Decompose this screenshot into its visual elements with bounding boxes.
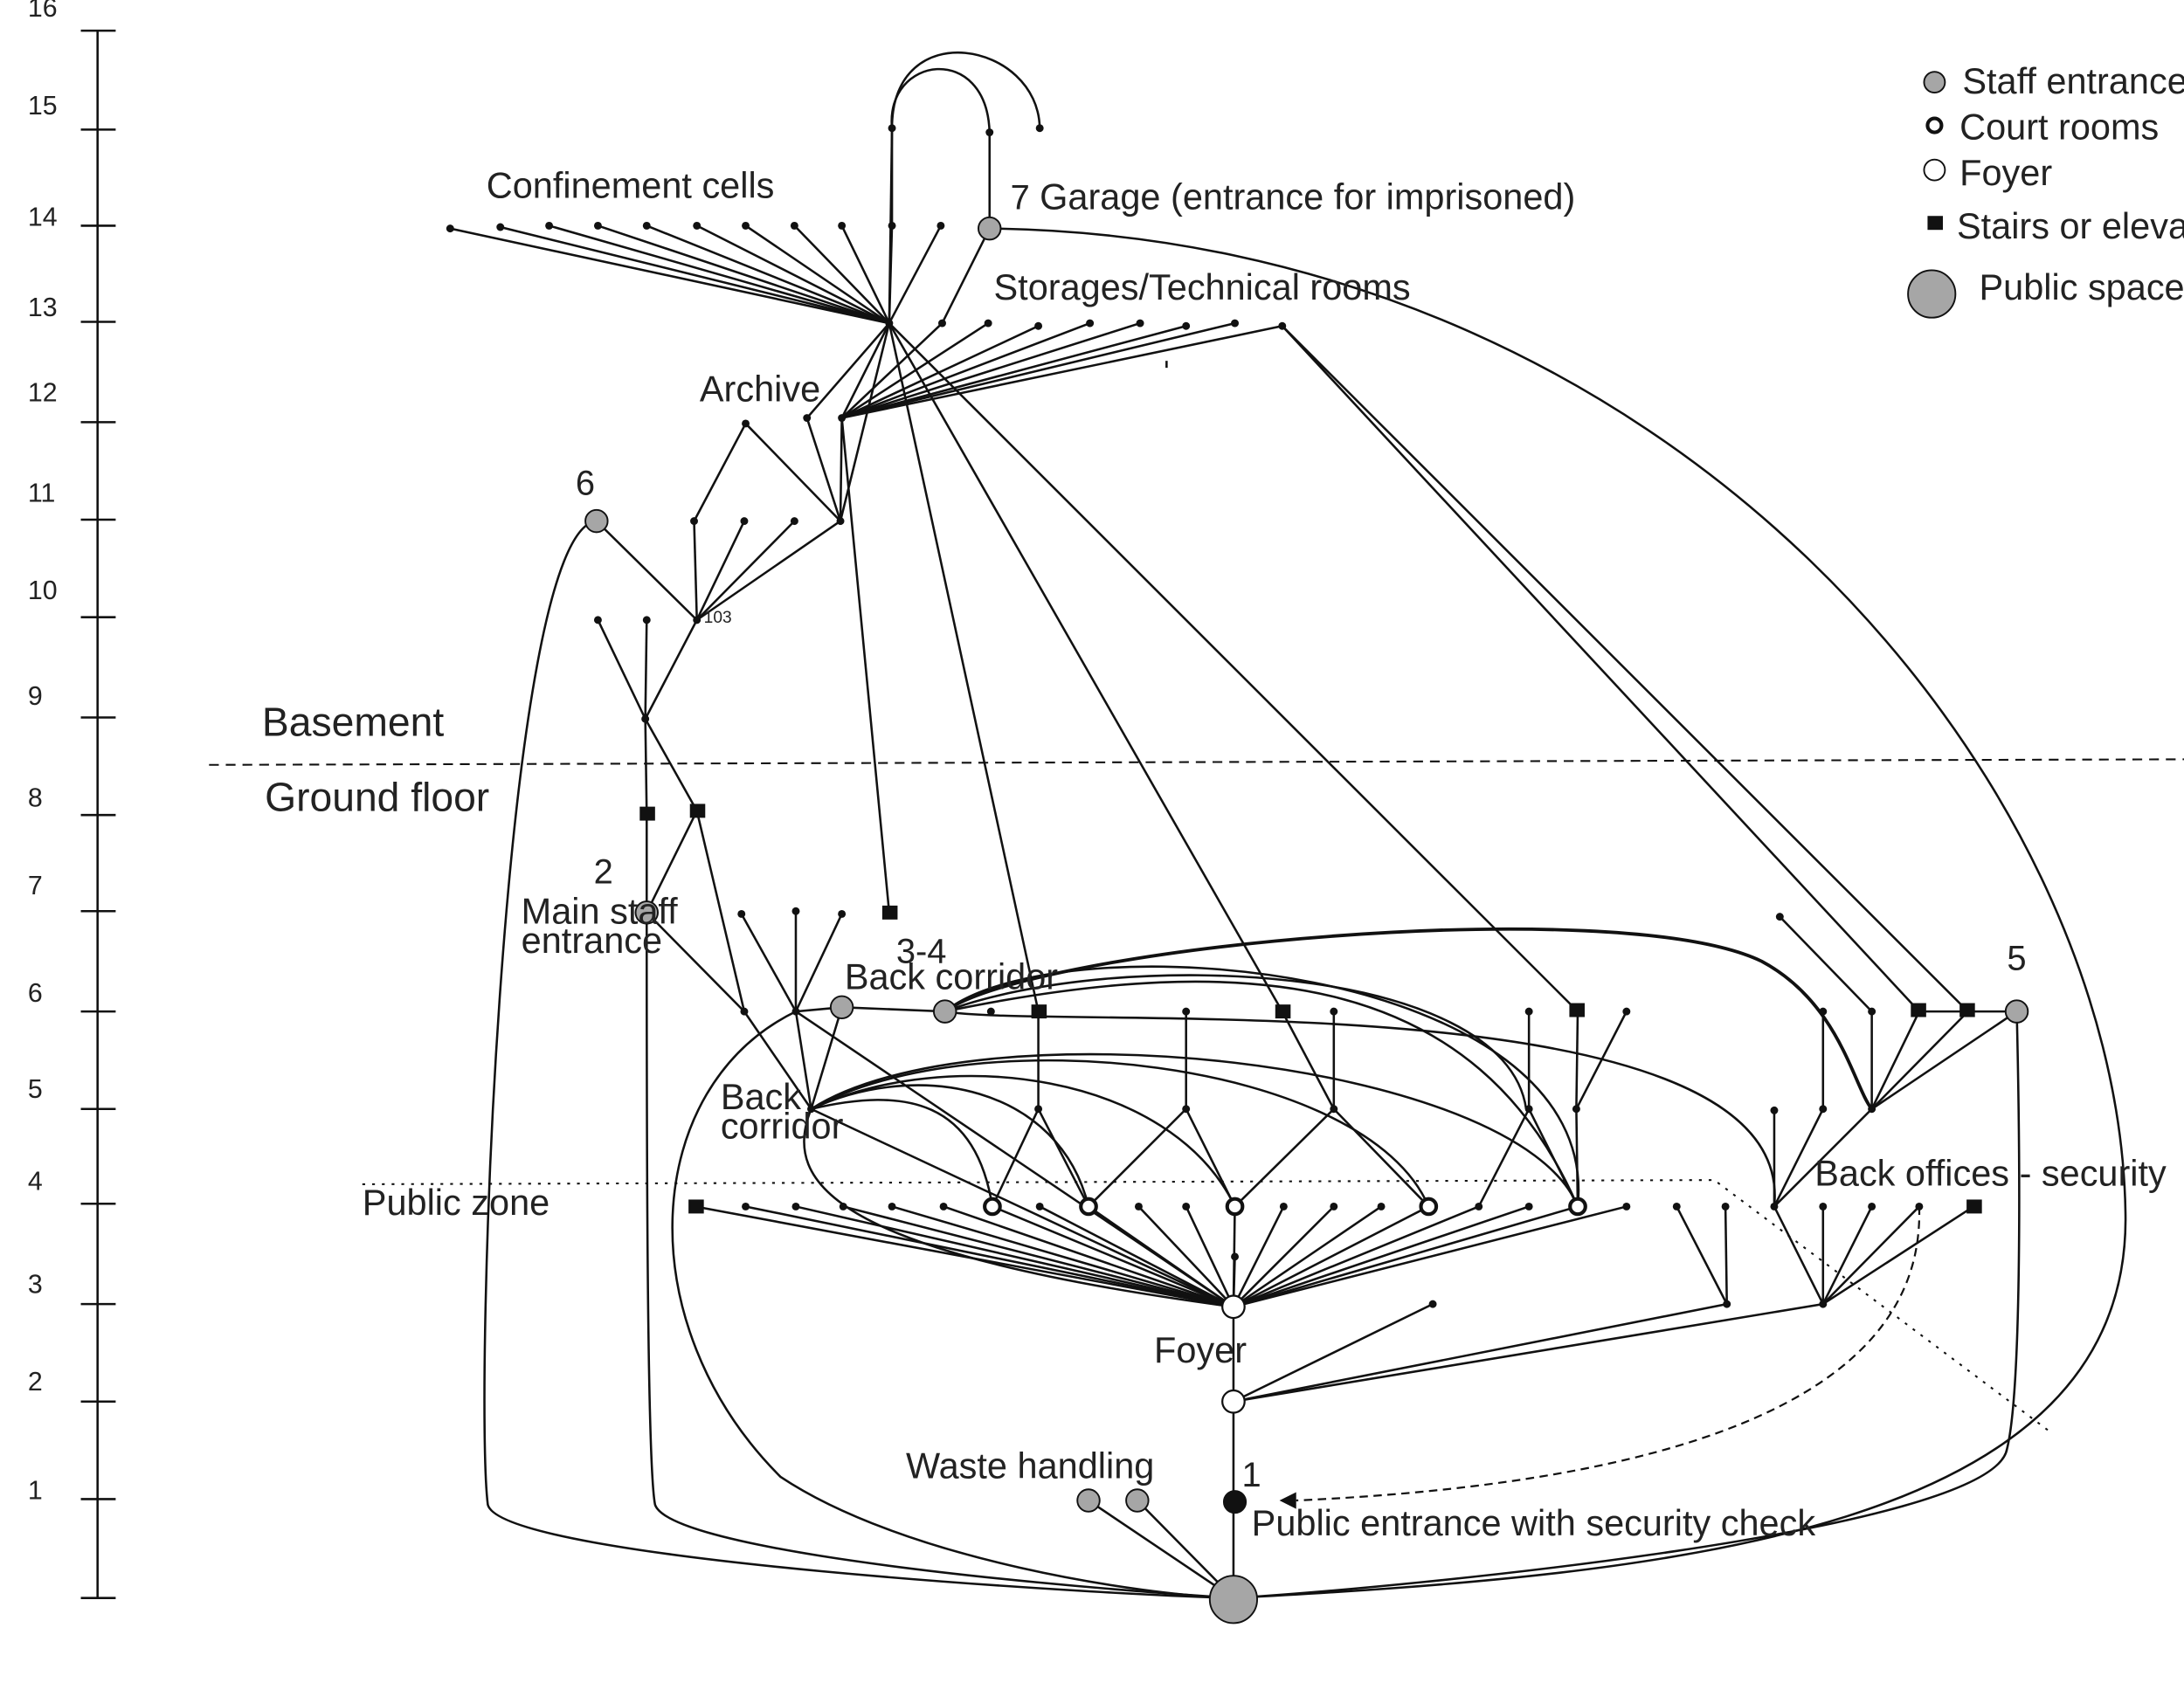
foyer-node: [1221, 1294, 1246, 1320]
foyer-node: [1221, 1389, 1246, 1414]
label-foyer: Foyer: [1154, 1329, 1247, 1370]
label-storages: Storages/Technical rooms: [994, 266, 1411, 307]
stairs-icon: [881, 905, 898, 920]
legend: Staff entrance Court rooms Foyer Stairs …: [1907, 60, 2184, 319]
stairs-or-elevators: [639, 804, 1982, 1214]
legend-foyer-icon: [1923, 158, 1946, 182]
label-back-corridor-lower-2: corridor: [721, 1105, 844, 1146]
level-scale: 1 2 3 4 5 6 7 8 9 10 11 12 13 14 15 16: [28, 0, 116, 1599]
level-label: 9: [28, 682, 43, 711]
stairs-icon: [689, 804, 706, 818]
staff-entrance-node: [978, 216, 1002, 241]
stairs-icon: [1959, 1003, 1975, 1017]
stairs-icon: [639, 806, 655, 821]
level-label: 6: [28, 979, 43, 1008]
public-zone-boundary-line: [362, 1179, 2049, 1432]
label-main-staff-entrance-1: Main staff: [522, 891, 679, 932]
stairs-icon: [1031, 1004, 1047, 1019]
level-label: 11: [28, 479, 55, 507]
label-garage: Garage (entrance for imprisoned): [1040, 176, 1575, 217]
legend-stairs-icon: [1927, 216, 1943, 231]
public-entrance-node: [1222, 1490, 1248, 1514]
small-nodes: [446, 124, 1924, 1308]
level-label: 1: [28, 1476, 43, 1505]
label-waste-handling: Waste handling: [906, 1445, 1154, 1486]
court-room-node: [1225, 1197, 1245, 1217]
staff-entrance-node: [829, 995, 854, 1020]
level-label: 2: [28, 1368, 43, 1397]
staff-entrance-node: [584, 508, 609, 534]
label-public-entrance: Public entrance with security check: [1252, 1502, 1816, 1543]
level-label: 15: [28, 92, 58, 121]
court-room-node: [1568, 1197, 1587, 1217]
security-dashed-arrow: [1296, 1206, 1921, 1502]
level-label: 12: [28, 378, 58, 407]
court-room-node: [1079, 1197, 1098, 1217]
waste-handling-node: [1076, 1488, 1101, 1513]
court-rooms: [983, 1197, 1587, 1217]
entrance-number-2: 2: [594, 852, 613, 891]
staff-entrances: [584, 216, 2029, 1513]
legend-court-rooms-label: Court rooms: [1959, 107, 2159, 148]
stairs-icon: [1911, 1003, 1926, 1017]
zone-label-ground-floor: Ground floor: [265, 774, 489, 819]
staff-entrance-node: [634, 900, 659, 925]
scale-ticks: [80, 29, 116, 1599]
basement-boundary-line: [209, 758, 2184, 766]
level-label: 5: [28, 1075, 43, 1104]
label-confinement-cells: Confinement cells: [487, 165, 775, 206]
level-label: 4: [28, 1167, 43, 1196]
court-room-node: [1419, 1197, 1439, 1217]
staff-entrance-node: [932, 999, 957, 1024]
level-label: 14: [28, 203, 58, 231]
level-label: 8: [28, 784, 43, 813]
legend-court-rooms-icon: [1925, 116, 1944, 135]
stairs-icon: [1275, 1004, 1291, 1019]
level-label: 7: [28, 872, 43, 900]
entrance-number-5: 5: [2007, 939, 2026, 977]
entrance-number-7: 7: [1011, 178, 1030, 217]
entrance-number-6: 6: [576, 464, 595, 502]
arrow-head: [1279, 1492, 1296, 1509]
graph-edges: [450, 51, 2127, 1599]
level-label: 13: [28, 293, 58, 322]
label-back-offices-security: Back offices - security: [1814, 1153, 2167, 1194]
public-space-node: [1208, 1575, 1259, 1624]
legend-staff-entrance-label: Staff entrance: [1962, 60, 2184, 101]
stairs-icon: [1966, 1199, 1982, 1214]
level-label: 10: [28, 576, 58, 605]
label-back-corridor-lower-1: Back: [721, 1076, 801, 1117]
level-label: 3: [28, 1270, 43, 1299]
entrance-number-1: 1: [1242, 1456, 1261, 1494]
zone-label-public-zone: Public zone: [363, 1182, 549, 1223]
label-back-corridor-upper: Back corridor: [845, 956, 1058, 997]
label-node-103: 103: [704, 609, 732, 627]
legend-public-space-icon: [1907, 269, 1957, 319]
legend-public-space-label: Public space: [1979, 266, 2184, 307]
waste-handling-node: [1125, 1488, 1150, 1513]
stairs-icon: [1569, 1003, 1585, 1017]
entrance-number-3-4: 3-4: [896, 932, 947, 970]
thick-edges: [943, 927, 1874, 1110]
staff-entrance-node: [2004, 999, 2029, 1024]
foyer-nodes: [1221, 1294, 1246, 1414]
legend-staff-entrance-icon: [1923, 71, 1946, 94]
legend-foyer-label: Foyer: [1959, 152, 2052, 193]
zone-label-basement: Basement: [262, 699, 444, 744]
label-archive: Archive: [700, 368, 820, 409]
label-main-staff-entrance-2: entrance: [522, 920, 662, 961]
legend-stairs-label: Stairs or elevators: [1957, 205, 2184, 246]
court-room-node: [983, 1197, 1002, 1217]
stairs-icon: [688, 1199, 704, 1214]
level-label: 16: [28, 0, 58, 23]
